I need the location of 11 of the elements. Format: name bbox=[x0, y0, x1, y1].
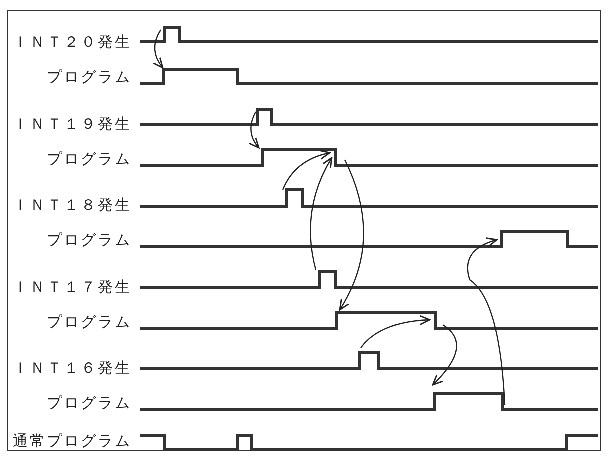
signal-label: プログラム bbox=[47, 394, 132, 412]
signal-label: ＩＮＴ１８発生 bbox=[13, 196, 132, 214]
signal-label: ＩＮＴ１６発生 bbox=[13, 359, 132, 377]
signal-label: ＩＮＴ１７発生 bbox=[13, 278, 132, 296]
signal-label: 通常プログラム bbox=[13, 432, 132, 450]
signal-label: ＩＮＴ２０発生 bbox=[13, 33, 132, 51]
signal-label: プログラム bbox=[47, 150, 132, 168]
signal-label: プログラム bbox=[47, 231, 132, 249]
signal-label: ＩＮＴ１９発生 bbox=[13, 115, 132, 133]
signal-label: プログラム bbox=[47, 68, 132, 86]
signal-label: プログラム bbox=[47, 313, 132, 331]
